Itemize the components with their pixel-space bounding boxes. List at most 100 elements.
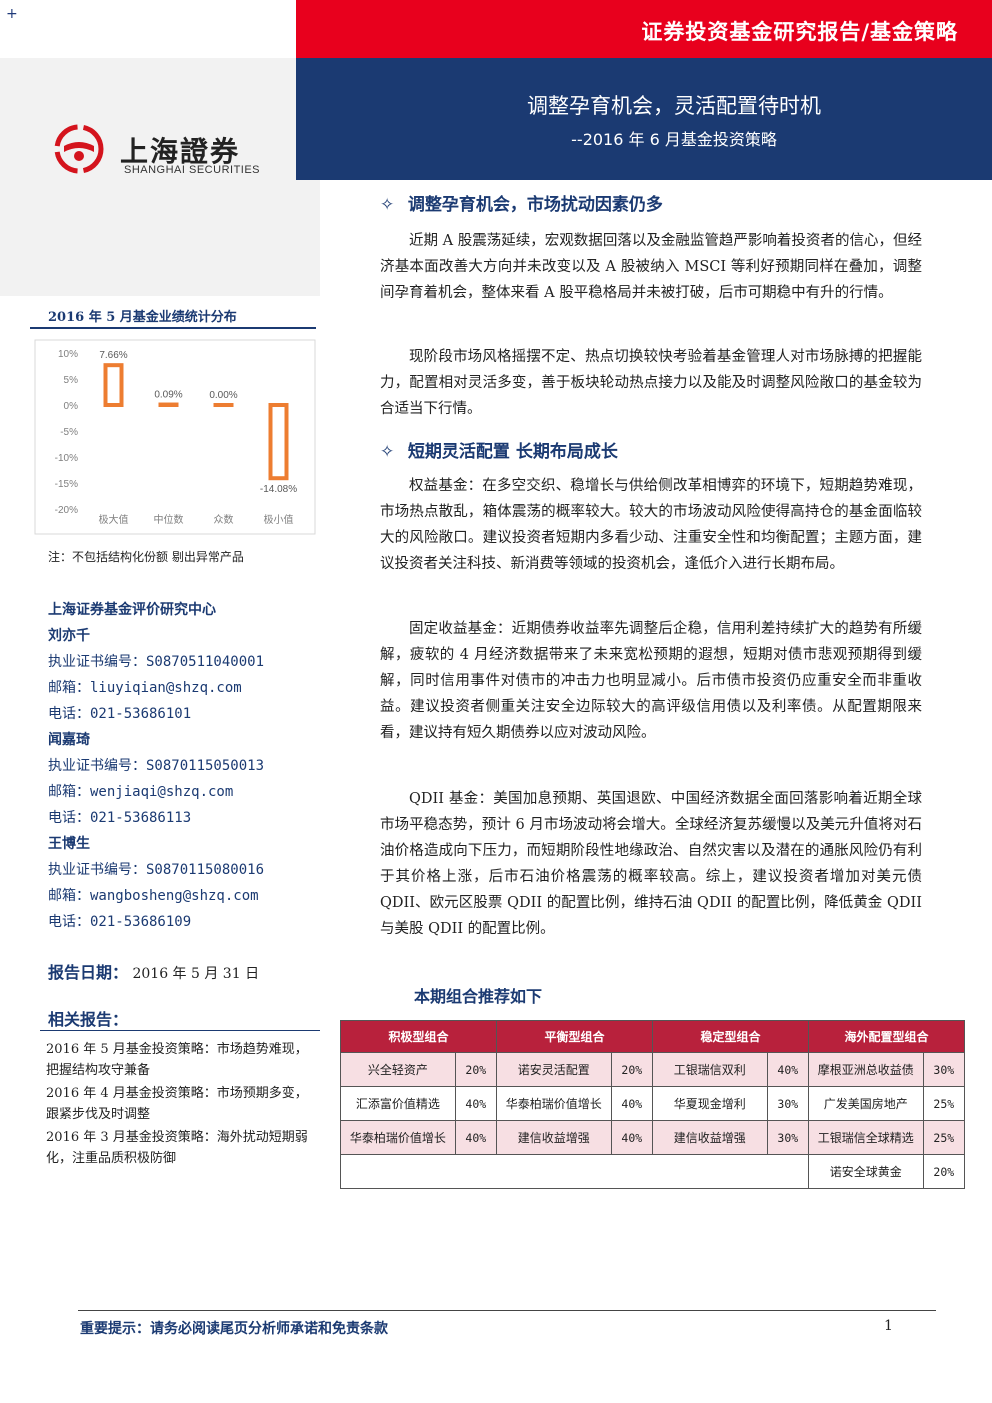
fund-name: 华泰柏瑞价值增长 [340, 1120, 456, 1155]
chart-note: 注：不包括结构化份额 剔出异常产品 [48, 550, 244, 564]
analyst-entry: 闻嘉琦 执业证书编号：S0870115050013 邮箱：wenjiaqi@sh… [48, 727, 318, 831]
page-number: 1 [884, 1318, 893, 1334]
fund-weight: 30% [766, 1086, 809, 1121]
fund-weight: 20% [454, 1052, 497, 1087]
title-banner: 调整孕育机会，灵活配置待时机 --2016 年 6 月基金投资策略 [296, 58, 992, 180]
related-reports-list: 2016 年 5 月基金投资策略：市场趋势难现，把握结构攻守兼备 2016 年 … [46, 1039, 320, 1171]
analyst-cert: 执业证书编号：S0870511040001 [48, 654, 265, 670]
related-report-item[interactable]: 2016 年 4 月基金投资策略：市场预期多变，跟紧步伐及时调整 [46, 1086, 308, 1122]
bar-data-label: -14.08% [260, 484, 297, 495]
table-row: 华泰柏瑞价值增长 40% 建信收益增强 40% 建信收益增强 30% 工银瑞信全… [340, 1120, 966, 1155]
footer-divider [78, 1310, 936, 1311]
fund-name: 工银瑞信双利 [651, 1052, 768, 1087]
chart-divider [30, 327, 316, 329]
section-heading-text: 调整孕育机会，市场扰动因素仍多 [407, 195, 663, 215]
y-tick-label: -10% [55, 453, 78, 464]
section-heading-1: ✧ 调整孕育机会，市场扰动因素仍多 [380, 190, 663, 215]
analyst-cert: 执业证书编号：S0870115050013 [48, 758, 265, 774]
fund-name: 建信收益增强 [495, 1120, 612, 1155]
y-tick-label: -20% [55, 505, 78, 516]
analyst-phone: 电话：021-53686113 [48, 810, 192, 826]
top-red-bar: 证券投资基金研究报告/基金策略 [296, 0, 992, 58]
fund-weight: 40% [766, 1052, 809, 1087]
fund-weight: 30% [766, 1120, 809, 1155]
analyst-cert: 执业证书编号：S0870115080016 [48, 862, 265, 878]
fund-name: 华泰柏瑞价值增长 [495, 1086, 612, 1121]
fund-weight: 40% [454, 1120, 497, 1155]
bar-data-label: 7.66% [99, 350, 127, 361]
fund-weight: 40% [610, 1120, 653, 1155]
corner-plus-mark: + [6, 6, 18, 22]
portfolio-heading: 本期组合推荐如下 [414, 987, 543, 1006]
footer-notice: 重要提示：请务必阅读尾页分析师承诺和免责条款 [80, 1321, 388, 1337]
table-row: 诺安全球黄金 20% [340, 1154, 966, 1189]
chart-bar [268, 403, 289, 481]
table-header-cell: 积极型组合 [340, 1020, 497, 1053]
fund-name: 华夏现金增利 [651, 1086, 768, 1121]
chart-bar [103, 363, 124, 407]
analyst-name: 闻嘉琦 [48, 732, 90, 748]
y-tick-label: 0% [64, 401, 79, 412]
fund-weight: 20% [922, 1154, 966, 1189]
fund-weight: 25% [922, 1120, 966, 1155]
x-category-label: 中位数 [154, 513, 184, 526]
table-header-row: 积极型组合 平衡型组合 稳定型组合 海外配置型组合 [340, 1020, 966, 1053]
analyst-block: 上海证券基金评价研究中心 刘亦千 执业证书编号：S0870511040001 邮… [48, 597, 318, 935]
analyst-name: 王博生 [48, 836, 90, 852]
diamond-bullet-icon: ✧ [380, 442, 395, 462]
series-title: 证券投资基金研究报告/基金策略 [641, 19, 958, 44]
fund-weight: 30% [922, 1052, 966, 1087]
x-category-label: 众数 [214, 513, 234, 526]
fund-weight: 20% [610, 1052, 653, 1087]
fund-name: 诺安全球黄金 [807, 1154, 924, 1189]
fund-weight: 40% [610, 1086, 653, 1121]
logo-english-name: SHANGHAI SECURITIES [124, 164, 261, 176]
fund-weight: 25% [922, 1086, 966, 1121]
related-report-item[interactable]: 2016 年 3 月基金投资策略：海外扰动短期弱化，注重品质积极防御 [46, 1130, 308, 1166]
y-tick-label: -5% [60, 427, 78, 438]
y-tick-label: -15% [55, 479, 78, 490]
paragraph: QDII 基金：美国加息预期、英国退欧、中国经济数据全面回落影响着近期全球市场平… [380, 791, 922, 937]
report-title: 调整孕育机会，灵活配置待时机 [527, 94, 821, 118]
report-date-label: 报告日期： [48, 963, 129, 982]
related-report-item[interactable]: 2016 年 5 月基金投资策略：市场趋势难现，把握结构攻守兼备 [46, 1042, 308, 1078]
analyst-entry: 刘亦千 执业证书编号：S0870511040001 邮箱：liuyiqian@s… [48, 623, 318, 727]
left-header-panel [0, 58, 296, 180]
report-date: 报告日期： 2016 年 5 月 31 日 [48, 959, 259, 983]
table-header-cell: 平衡型组合 [495, 1020, 653, 1053]
paragraph: 权益基金：在多空交织、稳增长与供给侧改革相博弈的环境下，短期趋势难现，市场热点散… [380, 478, 922, 572]
y-tick-label: 10% [58, 349, 78, 360]
section-heading-text: 短期灵活配置 长期布局成长 [407, 442, 618, 462]
logo-emblem-icon [54, 124, 104, 174]
analyst-phone: 电话：021-53686101 [48, 706, 192, 722]
paragraph: 近期 A 股震荡延续，宏观数据回落以及金融监管趋严影响着投资者的信心，但经济基本… [380, 233, 922, 301]
diamond-bullet-icon: ✧ [380, 195, 395, 215]
fund-name: 汇添富价值精选 [340, 1086, 456, 1121]
left-gray-panel [0, 180, 320, 296]
bar-data-label: 0.00% [209, 390, 237, 401]
fund-name: 诺安灵活配置 [495, 1052, 612, 1087]
research-center-name: 上海证券基金评价研究中心 [48, 602, 216, 618]
analyst-email[interactable]: 邮箱：liuyiqian@shzq.com [48, 680, 242, 696]
analyst-name: 刘亦千 [48, 628, 90, 644]
performance-bar-chart: 10%5%0%-5%-10%-15%-20%7.66%极大值0.09%中位数0.… [34, 339, 316, 535]
fund-name: 工银瑞信全球精选 [807, 1120, 924, 1155]
related-divider [40, 1030, 320, 1031]
fund-weight: 40% [454, 1086, 497, 1121]
y-tick-label: 5% [64, 375, 79, 386]
related-reports-title: 相关报告： [48, 1010, 129, 1029]
table-row: 汇添富价值精选 40% 华泰柏瑞价值增长 40% 华夏现金增利 30% 广发美国… [340, 1086, 966, 1121]
fund-name: 广发美国房地产 [807, 1086, 924, 1121]
section-heading-2: ✧ 短期灵活配置 长期布局成长 [380, 437, 618, 462]
analyst-email[interactable]: 邮箱：wenjiaqi@shzq.com [48, 784, 234, 800]
analyst-phone: 电话：021-53686109 [48, 914, 192, 930]
portfolio-table: 积极型组合 平衡型组合 稳定型组合 海外配置型组合 兴全轻资产 20% 诺安灵活… [340, 1020, 966, 1189]
fund-name: 建信收益增强 [651, 1120, 768, 1155]
analyst-email[interactable]: 邮箱：wangbosheng@shzq.com [48, 888, 259, 904]
analyst-entry: 王博生 执业证书编号：S0870115080016 邮箱：wangbosheng… [48, 831, 318, 935]
paragraph: 固定收益基金：近期债券收益率先调整后企稳，信用利差持续扩大的趋势有所缓解，疲软的… [380, 621, 922, 741]
x-category-label: 极大值 [99, 513, 129, 526]
paragraph: 现阶段市场风格摇摆不定、热点切换较快考验着基金管理人对市场脉搏的把握能力，配置相… [380, 349, 922, 417]
report-subtitle: --2016 年 6 月基金投资策略 [571, 130, 777, 149]
table-header-cell: 稳定型组合 [651, 1020, 809, 1053]
